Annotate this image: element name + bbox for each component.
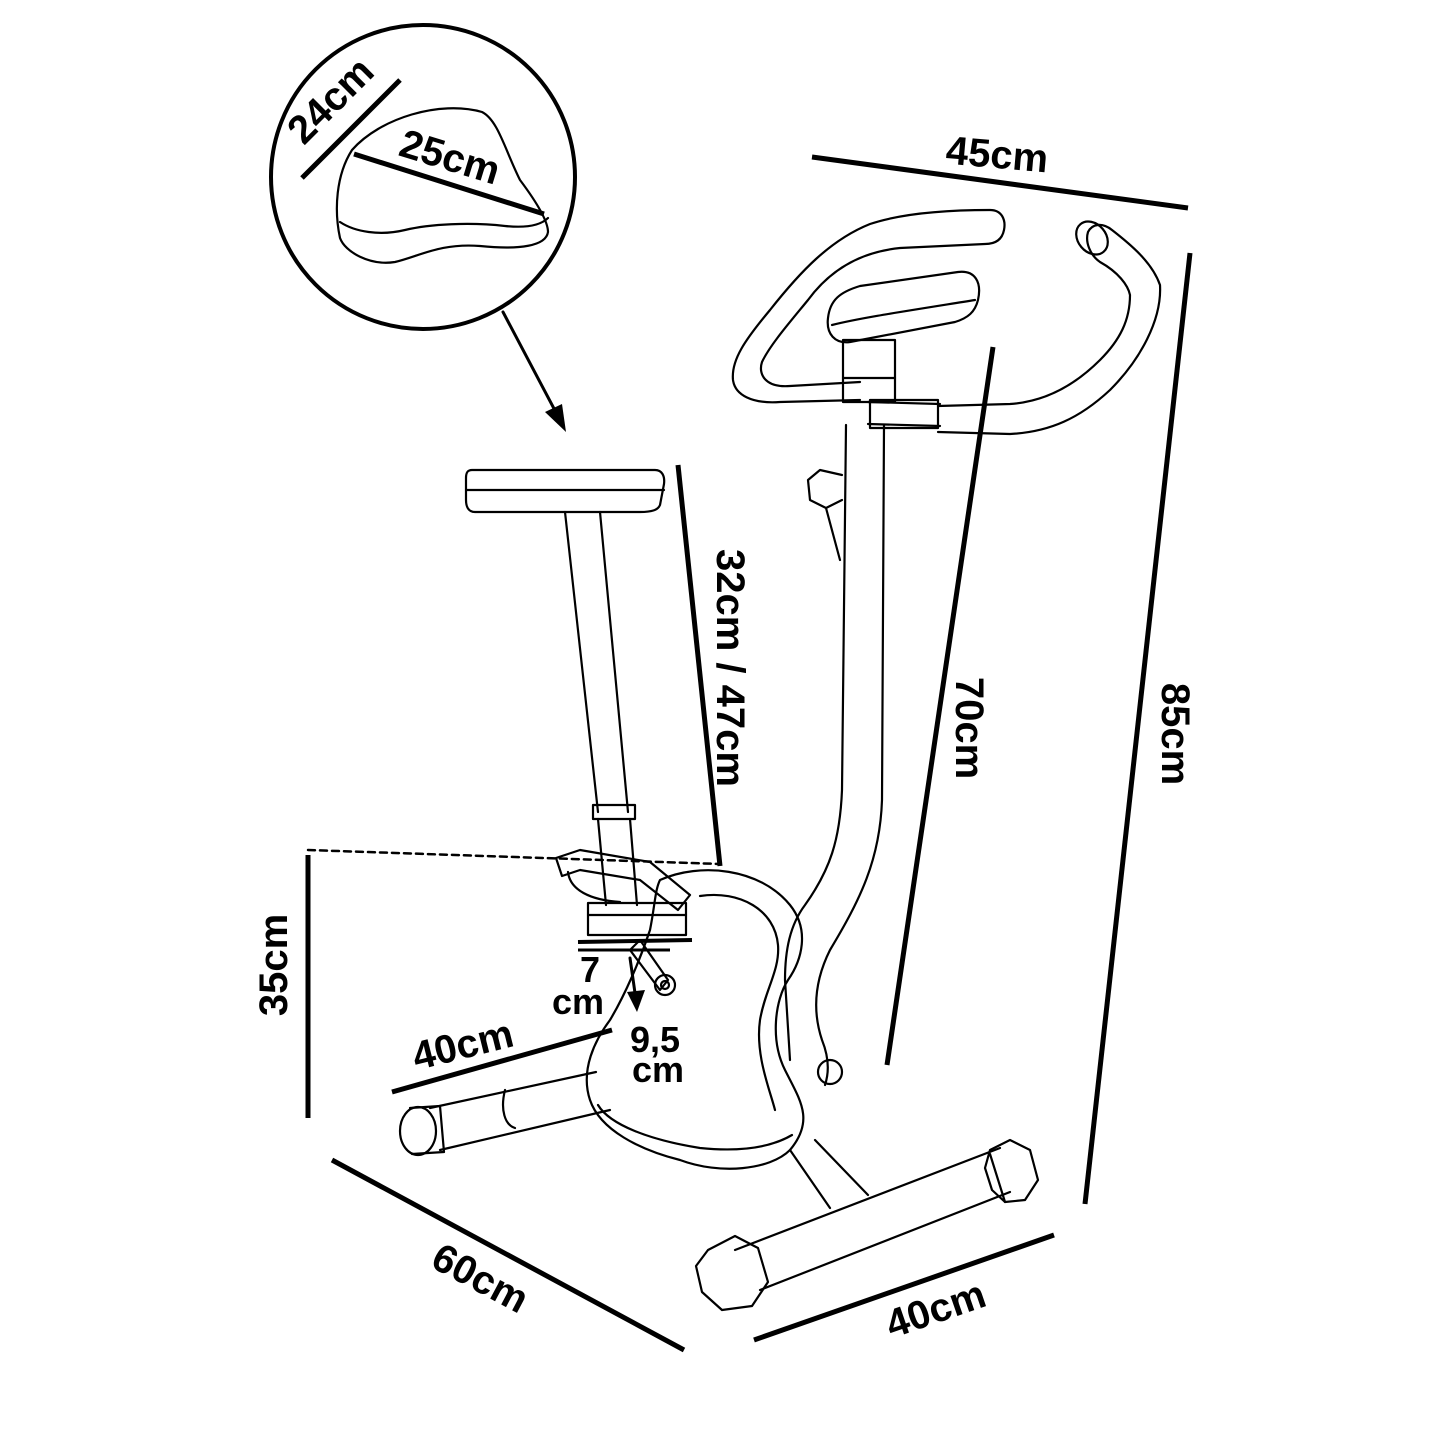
rear-stabilizer-cap: [398, 1105, 438, 1157]
crank-hub: [653, 973, 677, 997]
crank-top-unit: cm: [552, 981, 604, 1022]
handlebar-crossbar: [866, 400, 942, 428]
saddle-detail-inset: 24cm 25cm: [269, 23, 577, 331]
saddle-inset-circle: [269, 23, 577, 331]
crank-hub-inner: [659, 979, 671, 991]
frame-side-bracket: [806, 468, 844, 562]
front-stabilizer-cap-right: [983, 1138, 1040, 1204]
seat-post-collar: [591, 803, 637, 821]
saddle-length-dimension-line: [353, 151, 545, 217]
base-width-label: 40cm: [880, 1272, 991, 1347]
crank-top-value: 7: [580, 949, 600, 990]
pedal-height-label: 35cm: [252, 914, 296, 1016]
front-stabilizer-cap-right-band: [988, 1152, 1007, 1204]
main-frame-tube-back: [815, 423, 886, 1087]
seat-post: [563, 510, 630, 814]
base-length-label: 60cm: [425, 1235, 536, 1322]
rear-stabilizer-joint: [501, 1088, 517, 1130]
total-height-dimension-line: [1082, 252, 1193, 1205]
rear-stabilizer-cap-body: [408, 1104, 446, 1156]
handlebar-left: [731, 208, 1006, 404]
console-post-label: 70cm: [947, 677, 991, 779]
seat-adjust-dimension-line: [675, 464, 723, 867]
inset-pointer-arrow: [501, 310, 562, 422]
saddle-top-view: [335, 107, 550, 264]
front-leg-connector: [788, 1138, 870, 1210]
seat-adjust-label: 32cm / 47cm: [708, 549, 752, 787]
front-stabilizer-bar: [733, 1146, 1012, 1292]
crank-top-marker-1: [577, 938, 693, 944]
flywheel-inner-shell: [698, 893, 780, 1112]
crank-bottom-value: 9,5: [630, 1019, 680, 1060]
pedal-height-reference-dashed: [306, 848, 722, 866]
handlebar-width-label: 45cm: [944, 129, 1050, 182]
saddle-width-dimension-line: [300, 78, 402, 180]
handlebar-right-cap: [1075, 220, 1109, 256]
handlebar-width-dimension-line: [811, 154, 1189, 211]
console-stem: [841, 338, 897, 404]
pedal-span-dimension-line: [391, 1027, 613, 1095]
seat-clamp-block: [586, 901, 688, 937]
adjust-knob-loop: [566, 870, 622, 904]
console-post-dimension-line: [884, 346, 996, 1066]
base-width-dimension-line: [753, 1232, 1055, 1343]
rear-stabilizer-bar: [428, 1070, 612, 1152]
seat: [464, 468, 666, 514]
inset-pointer-arrowhead: [545, 404, 566, 432]
handlebar-right: [936, 223, 1162, 436]
crank-drop-arrowhead: [627, 990, 645, 1012]
frame-bolt: [816, 1058, 844, 1086]
exercise-bike-drawing: [398, 208, 1162, 1312]
total-height-label: 85cm: [1153, 683, 1197, 785]
dimension-labels: 45cm 85cm 70cm 32cm / 47cm 35cm 7 cm 9,5…: [252, 129, 1197, 1347]
console-display-screen: [830, 298, 977, 327]
dimension-lines: [305, 154, 1193, 1353]
crank-bottom-unit: cm: [632, 1049, 684, 1090]
flywheel-lower-shell: [596, 1103, 794, 1151]
base-length-dimension-line: [330, 1157, 686, 1353]
flywheel-housing: [585, 869, 805, 1170]
crank-arm: [628, 938, 670, 992]
saddle-top-view-edge: [338, 216, 550, 234]
front-stabilizer-cap-left: [694, 1234, 770, 1312]
pedal-span-label: 40cm: [408, 1012, 518, 1079]
main-frame-tube: [783, 423, 848, 1062]
handlebar-clamp: [868, 398, 940, 430]
console-display: [826, 270, 981, 344]
